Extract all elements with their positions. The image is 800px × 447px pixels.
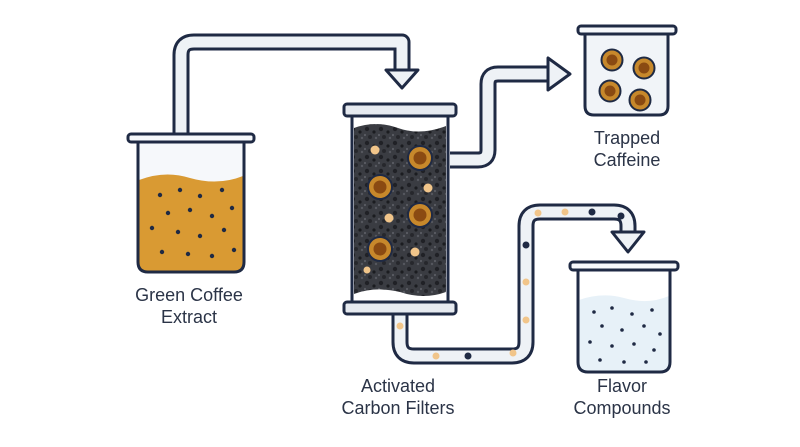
caffeine-molecule-icon [598, 48, 656, 112]
beaker-icon [126, 132, 256, 274]
caffeine-label-line-1: Trapped [594, 128, 660, 148]
carbon-filter-icon [342, 102, 458, 316]
filter-label-line-2: Carbon Filters [341, 398, 454, 418]
extract-label-line-2: Extract [161, 307, 217, 327]
flow-arrow-icon [391, 203, 646, 365]
flavor-particle-icon [363, 145, 433, 274]
flavor-label-line-2: Compounds [573, 398, 670, 418]
flow-arrow-icon [172, 33, 420, 138]
extract-label-line-1: Green Coffee [135, 285, 243, 305]
caffeine-molecule-icon [367, 145, 433, 262]
flavor-particle-icon [396, 208, 625, 360]
flavor-label-line-1: Flavor [597, 376, 647, 396]
caffeine-label-line-2: Caffeine [594, 150, 661, 170]
beaker-icon [568, 260, 680, 374]
flow-arrow-icon [450, 56, 572, 169]
beaker-icon [576, 24, 678, 117]
filter-label-line-1: Activated [361, 376, 435, 396]
